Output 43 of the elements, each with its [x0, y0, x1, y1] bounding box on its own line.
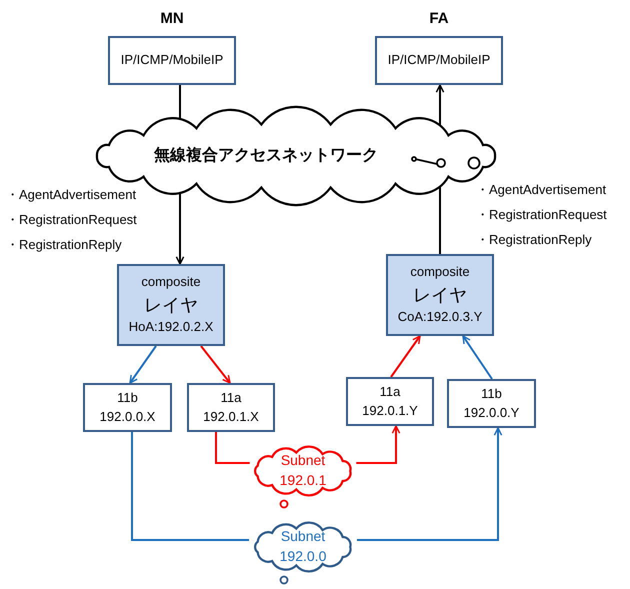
box-label: IP/ICMP/MobileIP — [388, 51, 490, 70]
message-label: ・RegistrationReply — [476, 231, 592, 249]
box-label: レイヤ — [413, 284, 467, 307]
box-label: composite — [410, 263, 470, 282]
box-label: 192.0.1.X — [203, 408, 259, 426]
arrow — [390, 335, 421, 378]
box-label: 11a — [220, 388, 242, 407]
node-heading: MN — [159, 9, 185, 29]
box-label: 192.0.0.Y — [464, 404, 520, 422]
connector-line — [439, 186, 441, 254]
message-label: ・AgentAdvertisement — [6, 186, 136, 204]
cloud-label: Subnet 192.0.0 — [278, 526, 328, 566]
arrow — [462, 335, 493, 380]
message-label: ・RegistrationRequest — [476, 206, 607, 224]
arrow — [356, 425, 400, 464]
box-label: CoA:192.0.3.Y — [398, 308, 482, 326]
box-label: 11a — [380, 382, 400, 401]
connector-line — [131, 432, 250, 541]
cloud-label: Subnet 192.0.1 — [278, 450, 328, 490]
interface-box — [83, 383, 172, 432]
interface-box — [447, 379, 536, 428]
box-label: 192.0.1.Y — [362, 402, 418, 420]
cloud-label: 無線複合アクセスネットワーク — [154, 145, 378, 166]
box-label: 11b — [117, 388, 138, 407]
interface-box — [346, 377, 434, 426]
box-label: HoA:192.0.2.X — [128, 318, 214, 336]
arrow — [129, 345, 157, 384]
layer-box — [386, 254, 494, 336]
message-label: ・RegistrationRequest — [6, 211, 137, 229]
box-label: レイヤ — [144, 294, 198, 317]
node-heading: FA — [428, 9, 450, 29]
message-label: ・AgentAdvertisement — [476, 181, 606, 199]
arrow — [200, 345, 231, 384]
arrow — [356, 427, 502, 541]
layer-box — [117, 264, 225, 346]
box-label: 11b — [481, 384, 502, 403]
box-label: composite — [141, 273, 201, 292]
box-label: IP/ICMP/MobileIP — [120, 51, 224, 70]
message-label: ・RegistrationReply — [6, 236, 122, 254]
arrow — [436, 84, 444, 126]
interface-box — [187, 383, 275, 432]
box-label: 192.0.0.X — [100, 408, 156, 426]
connector-line — [215, 432, 250, 464]
